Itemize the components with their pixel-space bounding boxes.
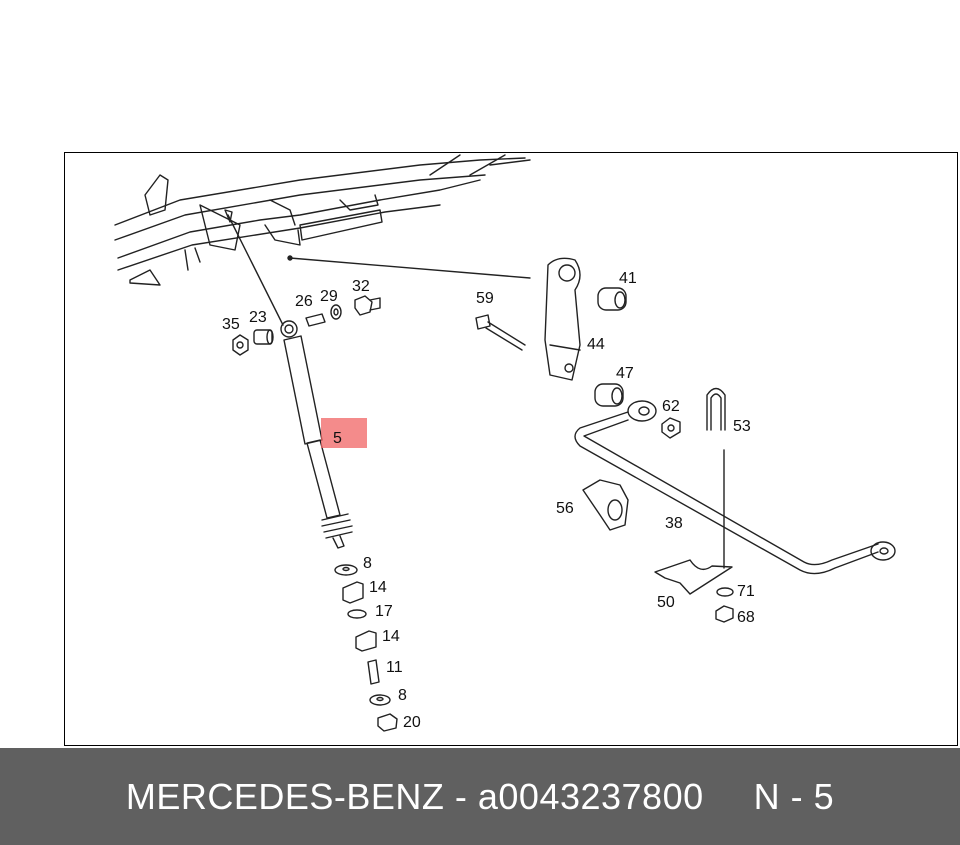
diagram-position: N - 5 [753,775,835,817]
callout-68[interactable]: 68 [737,609,755,626]
callout-29[interactable]: 29 [320,288,338,305]
callout-23[interactable]: 23 [249,309,267,326]
stabilizer-bar [574,400,896,575]
callout-5[interactable]: 5 [333,430,342,447]
callout-20[interactable]: 20 [403,714,421,731]
diagram-panel [64,152,958,746]
stabilizer-bracket [475,257,581,381]
callout-14-upper[interactable]: 14 [369,579,387,596]
vehicle-frame [114,154,531,286]
callout-44[interactable]: 44 [587,336,605,353]
footer-separator: - [444,775,478,817]
u-bolt [706,387,726,431]
callout-59[interactable]: 59 [476,290,494,307]
callout-38[interactable]: 38 [665,515,683,532]
lower-stack-parts [334,564,398,732]
callout-62[interactable]: 62 [662,398,680,415]
callout-26[interactable]: 26 [295,293,313,310]
callout-71[interactable]: 71 [737,583,755,600]
callout-35[interactable]: 35 [222,316,240,333]
bushings [594,287,681,439]
clamp [654,559,733,595]
leader-line-44 [289,257,531,279]
callout-11[interactable]: 11 [386,659,403,676]
callout-53[interactable]: 53 [733,418,751,435]
exploded-parts-diagram: 5 35 23 26 29 32 59 41 44 47 62 53 56 38… [114,154,896,732]
callout-56[interactable]: 56 [556,500,574,517]
brand-name: MERCEDES-BENZ [125,775,445,817]
upper-mount-parts [232,295,381,356]
bar-bushing [582,479,629,531]
callout-8-lower[interactable]: 8 [398,687,407,704]
highlighted-part-marker[interactable] [321,418,367,448]
callout-8-upper[interactable]: 8 [363,555,372,572]
callout-32[interactable]: 32 [352,278,370,295]
callout-50[interactable]: 50 [657,594,675,611]
callout-41[interactable]: 41 [619,270,637,287]
part-number: a0043237800 [477,775,704,817]
leader-line-5 [227,214,284,326]
callout-14-lower[interactable]: 14 [382,628,400,645]
callout-17[interactable]: 17 [375,603,393,620]
footer-bar: MERCEDES-BENZ - a0043237800 N - 5 [0,748,960,845]
callout-47[interactable]: 47 [616,365,634,382]
